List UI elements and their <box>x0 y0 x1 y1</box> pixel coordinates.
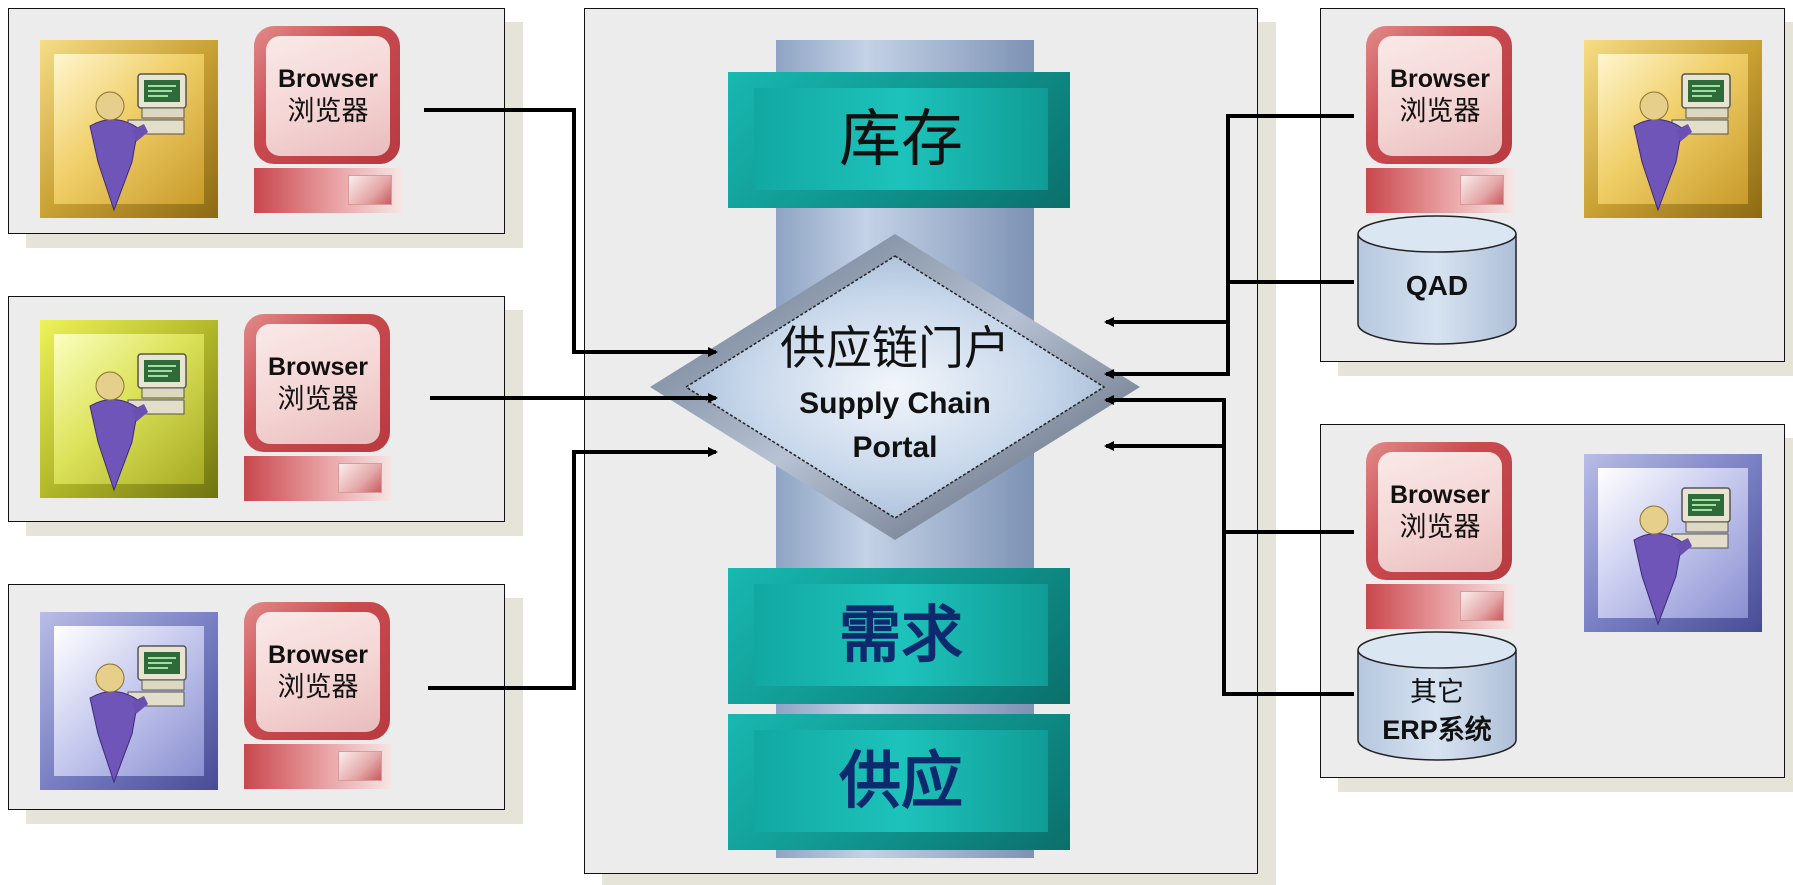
user-tile-4 <box>1584 40 1762 218</box>
connector-left-1 <box>424 108 718 357</box>
browser-box-left-3: Browser 浏览器 <box>244 602 390 740</box>
toolbar-button-icon <box>348 175 392 205</box>
browser-label-cn: 浏览器 <box>1399 512 1481 543</box>
portal-title-en-2: Portal <box>852 431 938 464</box>
user-tile-5 <box>1584 454 1762 632</box>
browser-box-right-2: Browser 浏览器 <box>1366 442 1512 580</box>
user-computer-icon <box>1633 73 1731 212</box>
browser-label-en: Browser <box>1389 65 1491 93</box>
browser-toolbar-left-2 <box>244 456 392 501</box>
qad-label: QAD <box>1405 270 1469 301</box>
module-supply: 供应 <box>728 714 1070 850</box>
user-computer-icon <box>1633 487 1731 626</box>
toolbar-button-icon <box>1460 591 1504 621</box>
browser-label-cn: 浏览器 <box>277 384 359 415</box>
module-supply-label: 供应 <box>838 744 963 817</box>
module-demand-label: 需求 <box>838 598 963 671</box>
browser-toolbar-right-2 <box>1366 584 1514 629</box>
browser-toolbar-left-1 <box>254 168 402 213</box>
browser-label-en: Browser <box>1389 481 1491 509</box>
toolbar-button-icon <box>1460 175 1504 205</box>
user-tile-1 <box>40 40 218 218</box>
browser-label-en: Browser <box>267 353 369 381</box>
user-computer-icon <box>89 353 187 492</box>
toolbar-button-icon <box>338 751 382 781</box>
user-computer-icon <box>89 645 187 784</box>
browser-box-left-2: Browser 浏览器 <box>244 314 390 452</box>
connector-left-3 <box>428 447 718 690</box>
portal-diamond-icon <box>650 234 1140 540</box>
module-inventory-label: 库存 <box>838 102 963 175</box>
erp-label-2: ERP系统 <box>1382 715 1492 745</box>
browser-box-left-1: Browser 浏览器 <box>254 26 400 164</box>
toolbar-button-icon <box>338 463 382 493</box>
browser-toolbar-left-3 <box>244 744 392 789</box>
connector-right-erp-db <box>1104 441 1354 696</box>
user-computer-icon <box>89 73 187 212</box>
browser-label-en: Browser <box>277 65 379 93</box>
browser-label-en: Browser <box>267 641 369 669</box>
browser-label-cn: 浏览器 <box>287 96 369 127</box>
browser-toolbar-right-1 <box>1366 168 1514 213</box>
portal-title-cn: 供应链门户 <box>780 321 1010 375</box>
erp-label-1: 其它 <box>1410 677 1464 708</box>
module-demand: 需求 <box>728 568 1070 704</box>
portal-title-en-1: Supply Chain <box>799 387 991 420</box>
database-cylinder-icon <box>1357 631 1517 761</box>
browser-label-cn: 浏览器 <box>1399 96 1481 127</box>
database-cylinder-icon <box>1357 215 1517 345</box>
connector-right-erp-browser <box>1104 395 1354 534</box>
browser-label-cn: 浏览器 <box>277 672 359 703</box>
connector-right-browser-1 <box>1104 114 1354 379</box>
user-tile-2 <box>40 320 218 498</box>
browser-box-right-1: Browser 浏览器 <box>1366 26 1512 164</box>
user-tile-3 <box>40 612 218 790</box>
module-inventory: 库存 <box>728 72 1070 208</box>
